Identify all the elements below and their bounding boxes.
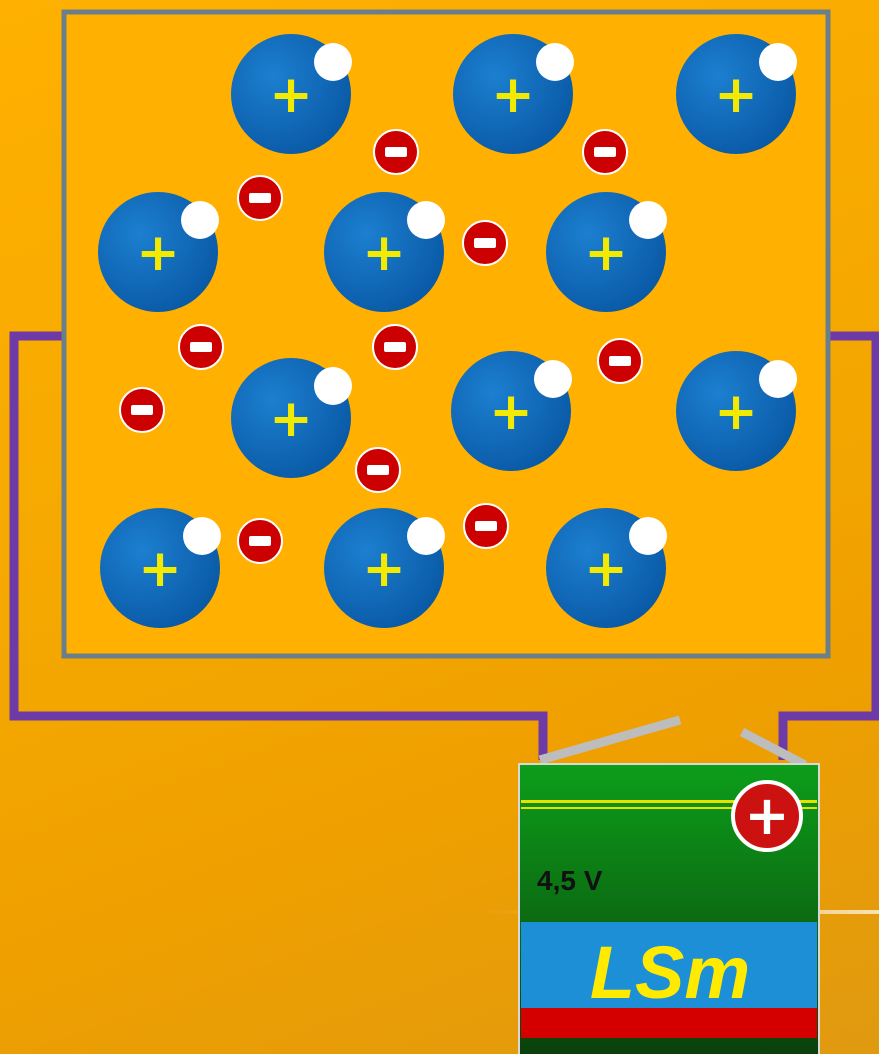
ion-plus-sign: + [491, 65, 535, 125]
free-electron [464, 504, 508, 548]
electron-minus-sign [385, 147, 407, 157]
ion-plus-sign: + [584, 223, 628, 283]
bound-electron [629, 517, 667, 555]
free-electron [374, 130, 418, 174]
electron-minus-sign [384, 342, 406, 352]
electron-minus-sign [609, 356, 631, 366]
bound-electron [536, 43, 574, 81]
battery: + 4,5 V LSm [519, 720, 819, 1054]
electron-minus-sign [367, 465, 389, 475]
battery-brand-logo: LSm [590, 931, 750, 1014]
bound-electron [181, 201, 219, 239]
bound-electron [629, 201, 667, 239]
free-electron [179, 325, 223, 369]
free-electron [238, 176, 282, 220]
free-electron [463, 221, 507, 265]
free-electron [373, 325, 417, 369]
battery-red-stripe [521, 1008, 817, 1038]
ion-plus-sign: + [489, 382, 533, 442]
bound-electron [534, 360, 572, 398]
bound-electron [183, 517, 221, 555]
electron-minus-sign [249, 536, 271, 546]
bound-electron [407, 201, 445, 239]
battery-negative-terminal [540, 720, 680, 760]
ion-plus-sign: + [362, 539, 406, 599]
battery-plus-icon: + [744, 784, 789, 847]
electron-minus-sign [594, 147, 616, 157]
free-electron [583, 130, 627, 174]
ion-plus-sign: + [362, 223, 406, 283]
ion-plus-sign: + [269, 65, 313, 125]
electron-minus-sign [190, 342, 212, 352]
electron-minus-sign [474, 238, 496, 248]
battery-voltage-label: 4,5 V [537, 865, 603, 896]
bound-electron [759, 360, 797, 398]
ion-plus-sign: + [138, 539, 182, 599]
free-electron [598, 339, 642, 383]
electron-minus-sign [131, 405, 153, 415]
bound-electron [314, 43, 352, 81]
bound-electron [759, 43, 797, 81]
electron-minus-sign [249, 193, 271, 203]
ion-plus-sign: + [714, 382, 758, 442]
ion-plus-sign: + [269, 389, 313, 449]
ion-plus-sign: + [584, 539, 628, 599]
battery-positive-terminal [742, 732, 805, 765]
free-electron [356, 448, 400, 492]
ion-plus-sign: + [136, 223, 180, 283]
bound-electron [407, 517, 445, 555]
free-electron [120, 388, 164, 432]
electron-minus-sign [475, 521, 497, 531]
bound-electron [314, 367, 352, 405]
ion-plus-sign: + [714, 65, 758, 125]
free-electron [238, 519, 282, 563]
